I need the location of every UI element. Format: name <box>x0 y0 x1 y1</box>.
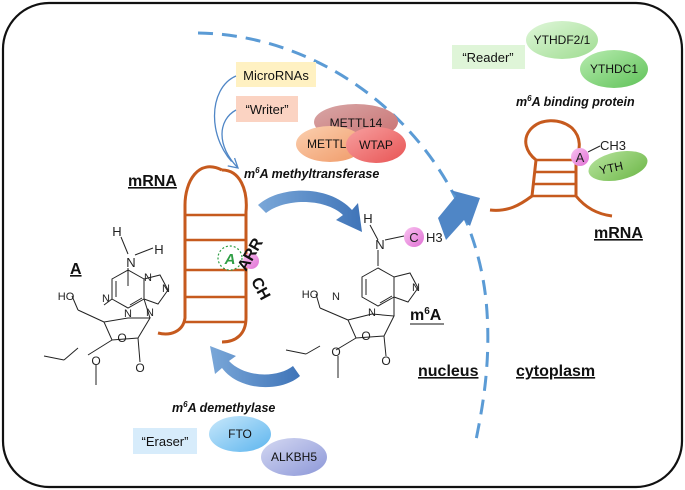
methylation-arrow <box>258 190 362 232</box>
alkbh5-ellipse <box>261 438 327 476</box>
wtap-ellipse <box>346 127 406 163</box>
atom-o: O <box>361 329 370 343</box>
adenosine-label: A <box>70 261 82 278</box>
hairpin-cyto-strand <box>489 119 613 218</box>
m6a-structure <box>285 224 419 378</box>
methyl-h3: H3 <box>426 230 443 245</box>
m6a-label: m6A <box>410 306 442 324</box>
nucleus-label: nucleus <box>418 363 479 380</box>
atom-n: N <box>102 293 110 305</box>
atom-n: N <box>368 307 376 319</box>
yth-label: YTH <box>598 159 624 178</box>
atom-n: N <box>144 272 152 284</box>
binding-protein-caption: m6A binding protein <box>516 94 635 109</box>
micrornas-label: MicroRNAs <box>243 68 309 83</box>
m6a-site-dot <box>571 148 589 166</box>
export-arrow <box>438 190 480 240</box>
mrna-label-right: mRNA <box>594 225 643 242</box>
ythdc1-label: YTHDC1 <box>590 62 638 76</box>
atom-o: O <box>91 354 100 368</box>
atom-h: H <box>112 224 121 239</box>
atom-n: N <box>375 237 384 252</box>
mrna-hairpin-right <box>489 119 613 218</box>
atom-o: O <box>331 345 340 359</box>
demethylase-caption: m6A demethylase <box>172 400 275 415</box>
adenosine-site-circle <box>217 245 243 271</box>
micrornas-box <box>236 62 316 87</box>
alkbh5-label: ALKBH5 <box>271 450 317 464</box>
adenosine-structure <box>43 236 169 385</box>
hairpin-left-strand <box>157 165 223 336</box>
drach-motif-ch: CH <box>247 275 273 303</box>
methyl-carbon-dot <box>404 227 424 247</box>
fto-ellipse <box>209 416 271 452</box>
reader-box <box>452 45 525 69</box>
methyl-ch3: CH3 <box>600 138 626 153</box>
atom-n: N <box>332 291 340 303</box>
methyl-bond <box>587 145 601 153</box>
mettl3-label: METTL3 <box>307 137 353 151</box>
atom-h: H <box>363 211 372 226</box>
wtap-label: WTAP <box>359 138 393 152</box>
atom-n: N <box>126 255 135 270</box>
methyl-motif-dot <box>243 253 259 269</box>
atom-n: N <box>124 308 132 320</box>
ythdc1-ellipse <box>580 50 648 88</box>
writer-feed-arrow <box>221 109 239 169</box>
writer-box <box>236 96 298 122</box>
atom-h: H <box>154 242 163 257</box>
atom-ho: HO <box>302 289 319 301</box>
methyltransferase-caption: m6A methyltransferase <box>244 166 379 181</box>
demethylation-arrow <box>210 346 300 388</box>
microrna-feed-arrow <box>213 75 239 169</box>
fto-label: FTO <box>228 427 252 441</box>
atom-o: O <box>381 354 390 368</box>
eraser-label: “Eraser” <box>142 434 189 449</box>
yth-domain-ellipse <box>588 150 648 182</box>
atom-n: N <box>412 282 420 294</box>
atom-o: O <box>117 331 126 345</box>
atom-ho: HO <box>58 291 75 303</box>
atom-n: N <box>162 283 170 295</box>
ythdf-ellipse <box>526 21 598 59</box>
eraser-box <box>133 428 197 454</box>
ythdf-label: YTHDF2/1 <box>534 33 591 47</box>
writer-label: “Writer” <box>245 102 288 117</box>
m6a-site-a: A <box>576 150 585 165</box>
cytoplasm-label: cytoplasm <box>516 363 595 380</box>
atom-o: O <box>135 361 144 375</box>
reader-label: “Reader” <box>462 50 513 65</box>
mrna-label-left: mRNA <box>128 173 177 190</box>
methyl-carbon: C <box>409 230 418 245</box>
mettl14-label: METTL14 <box>330 116 383 130</box>
adenosine-site-a: A <box>224 251 236 268</box>
mettl3-ellipse <box>296 126 364 162</box>
atom-n: N <box>146 307 154 319</box>
